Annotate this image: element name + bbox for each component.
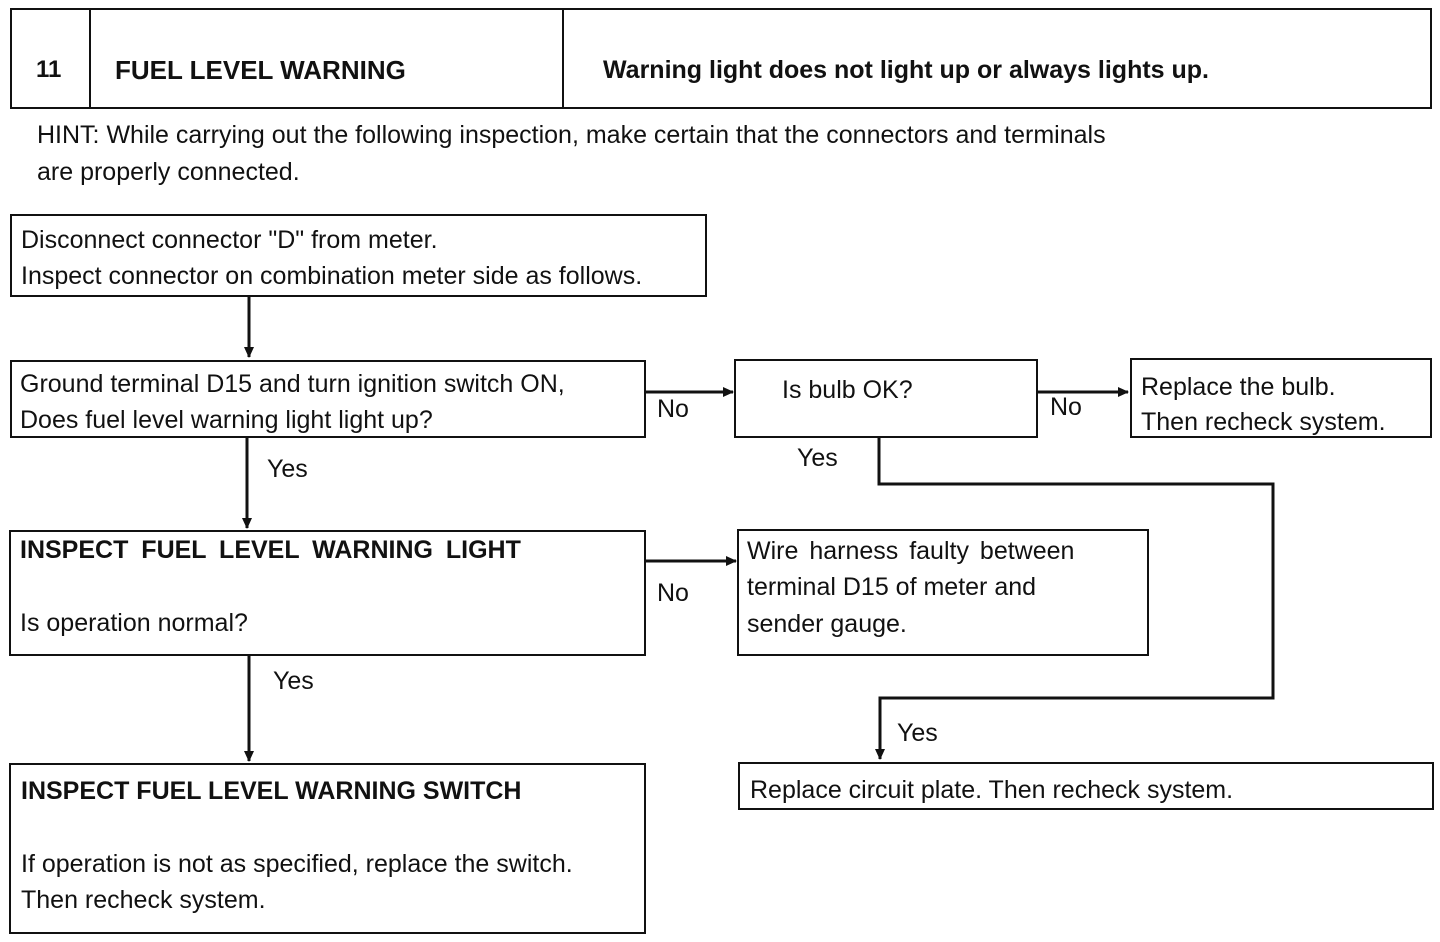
node-bulb-question: Is bulb OK?	[782, 376, 913, 404]
node-disconnect-line-2: Inspect connector on combination meter s…	[21, 262, 643, 290]
node-ground-terminal	[10, 360, 646, 438]
header-table	[10, 8, 1432, 109]
label-yes-ground-to-light: Yes	[267, 455, 308, 483]
symptom-text: Warning light does not light up or alway…	[603, 56, 1210, 84]
node-inspect-warning-light	[9, 530, 646, 656]
label-no-light-to-harness: No	[657, 579, 689, 607]
node-replace-circuit-plate	[738, 762, 1434, 810]
node-replace-plate-text: Replace circuit plate. Then recheck syst…	[750, 776, 1234, 804]
node-ground-line-2: Does fuel level warning light light up?	[20, 406, 433, 434]
arrow-bulb-yes-to-plate	[875, 438, 1275, 760]
node-replace-bulb	[1130, 358, 1432, 438]
node-disconnect-line-1: Disconnect connector "D" from meter.	[21, 226, 438, 254]
node-inspect-light-question: Is operation normal?	[20, 609, 248, 637]
node-replace-bulb-line-1: Replace the bulb.	[1141, 373, 1336, 401]
node-wire-harness-line-1: Wire harness faulty between	[747, 537, 1075, 565]
section-title: FUEL LEVEL WARNING	[115, 55, 406, 85]
hint-line-1: HINT: While carrying out the following i…	[37, 121, 1106, 149]
node-wire-harness-line-2: terminal D15 of meter and	[747, 573, 1037, 601]
node-inspect-switch-heading: INSPECT FUEL LEVEL WARNING SWITCH	[21, 777, 522, 805]
label-no-ground-to-bulb: No	[657, 395, 689, 423]
section-number: 11	[36, 56, 62, 83]
label-no-bulb-to-replace: No	[1050, 393, 1082, 421]
node-replace-bulb-line-2: Then recheck system.	[1141, 408, 1386, 436]
node-inspect-light-heading: INSPECT FUEL LEVEL WARNING LIGHT	[20, 536, 521, 564]
header-divider-1	[89, 8, 91, 109]
label-yes-plate-arrow: Yes	[897, 719, 938, 747]
node-inspect-switch-line-2: Then recheck system.	[21, 886, 266, 914]
node-wire-harness	[737, 529, 1149, 656]
node-inspect-switch-line-1: If operation is not as specified, replac…	[21, 850, 573, 878]
node-disconnect-connector	[10, 214, 707, 297]
label-yes-bulb-to-plate: Yes	[797, 444, 838, 472]
label-yes-light-to-switch: Yes	[273, 667, 314, 695]
hint-line-2: are properly connected.	[37, 158, 300, 186]
node-ground-line-1: Ground terminal D15 and turn ignition sw…	[20, 370, 565, 398]
node-inspect-warning-switch	[9, 763, 646, 934]
node-wire-harness-line-3: sender gauge.	[747, 610, 907, 638]
header-divider-2	[562, 8, 564, 109]
node-bulb-check	[734, 359, 1038, 438]
